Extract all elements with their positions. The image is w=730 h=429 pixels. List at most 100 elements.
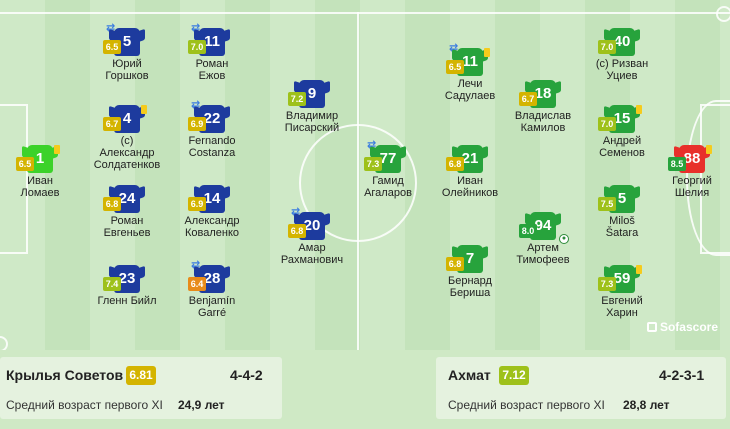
player-name: Роман Евгеньев <box>103 215 151 239</box>
shirt-number: 5 <box>617 190 627 207</box>
shirt-number: 77 <box>379 150 397 167</box>
player-rating-badge: 6.8 <box>446 157 464 171</box>
player-rating-badge: 7.4 <box>103 277 121 291</box>
center-circle <box>299 124 417 242</box>
shirt-number: 40 <box>613 33 631 50</box>
shirt-number: 18 <box>534 85 552 102</box>
player-rating-badge: 6.9 <box>188 197 206 211</box>
sofascore-logo-icon <box>646 322 657 332</box>
shirt-number: 88 <box>683 150 701 167</box>
player-rating-badge: 7.5 <box>598 197 616 211</box>
player-name: Иван Ломаев <box>20 175 60 199</box>
home-age-label: Средний возраст первого XI <box>6 398 163 412</box>
player-name: Fernando Costanza <box>188 135 236 159</box>
home-team-panel: Крылья Советов 6.81 4-4-2 Средний возрас… <box>0 357 282 419</box>
player-rating-badge: 7.2 <box>288 92 306 106</box>
player-rating-badge: 7.0 <box>598 117 616 131</box>
player-rating-badge: 7.0 <box>598 40 616 54</box>
substitution-icon: ⇄ <box>291 206 301 218</box>
shirt-number: 22 <box>203 110 221 127</box>
sofascore-watermark: Sofascore <box>646 320 718 334</box>
home-formation: 4-4-2 <box>230 367 263 383</box>
yellow-card-icon <box>636 265 642 274</box>
home-team-name[interactable]: Крылья Советов <box>6 367 124 383</box>
away-team-name[interactable]: Ахмат <box>448 367 491 383</box>
player-rating-badge: 6.8 <box>446 257 464 271</box>
player-rating-badge: 6.5 <box>446 60 464 74</box>
player-rating-badge: 7.3 <box>364 157 382 171</box>
away-team-panel: Ахмат 7.12 4-2-3-1 Средний возраст перво… <box>436 357 726 419</box>
left-penalty-area <box>0 104 28 254</box>
player-rating-badge: 6.9 <box>188 117 206 131</box>
substitution-icon: ⇄ <box>191 259 201 271</box>
player-name: Андрей Семенов <box>599 135 645 159</box>
away-team-rating: 7.12 <box>499 366 529 385</box>
shirt-number: 59 <box>613 270 631 287</box>
shirt-number: 9 <box>307 85 317 102</box>
shirt-number: 28 <box>203 270 221 287</box>
player-rating-badge: 6.5 <box>103 40 121 54</box>
player-name: Benjamín Garré <box>188 295 236 319</box>
player-name: Роман Ежов <box>195 58 229 82</box>
shirt-number: 7 <box>465 250 475 267</box>
player-name: Бернард Бериша <box>448 275 492 299</box>
player-name: (c) Александр Солдатенков <box>93 135 161 171</box>
player-name: (c) Ризван Уциев <box>595 58 649 82</box>
shirt-number: 11 <box>204 33 220 50</box>
shirt-number: 4 <box>122 110 132 127</box>
player-rating-badge: 6.7 <box>103 117 121 131</box>
player-rating-badge: 6.5 <box>16 157 34 171</box>
player-rating-badge: 6.8 <box>103 197 121 211</box>
player-rating-badge: 7.3 <box>598 277 616 291</box>
player-rating-badge: 8.0 <box>519 224 537 238</box>
player-name: Александр Коваленко <box>184 215 240 239</box>
shirt-number: 15 <box>613 110 631 127</box>
player-name: Лечи Садулаев <box>444 78 496 102</box>
home-team-rating: 6.81 <box>126 366 156 385</box>
player-rating-badge: 6.8 <box>288 224 306 238</box>
player-name: Гамид Агаларов <box>364 175 412 199</box>
shirt-number: 20 <box>303 217 321 234</box>
player-name: Miloš Šatara <box>605 215 639 239</box>
shirt-number: 23 <box>118 270 136 287</box>
shirt-number: 5 <box>122 33 132 50</box>
goal-ball-icon: ● <box>559 234 569 244</box>
home-age-value: 24,9 лет <box>178 398 225 412</box>
substitution-icon: ⇄ <box>449 42 459 54</box>
away-age-label: Средний возраст первого XI <box>448 398 605 412</box>
yellow-card-icon <box>484 48 490 57</box>
player-name: Владислав Камилов <box>514 110 572 134</box>
shirt-number: 21 <box>461 150 479 167</box>
substitution-icon: ⇄ <box>191 22 201 34</box>
player-name: Артем Тимофеев <box>516 242 570 266</box>
yellow-card-icon <box>141 105 147 114</box>
player-rating-badge: 6.7 <box>519 92 537 106</box>
shirt-number: 1 <box>35 150 45 167</box>
player-name: Амар Рахманович <box>280 242 344 266</box>
player-rating-badge: 8.5 <box>668 157 686 171</box>
player-rating-badge: 7.0 <box>188 40 206 54</box>
player-name: Юрий Горшков <box>105 58 149 82</box>
